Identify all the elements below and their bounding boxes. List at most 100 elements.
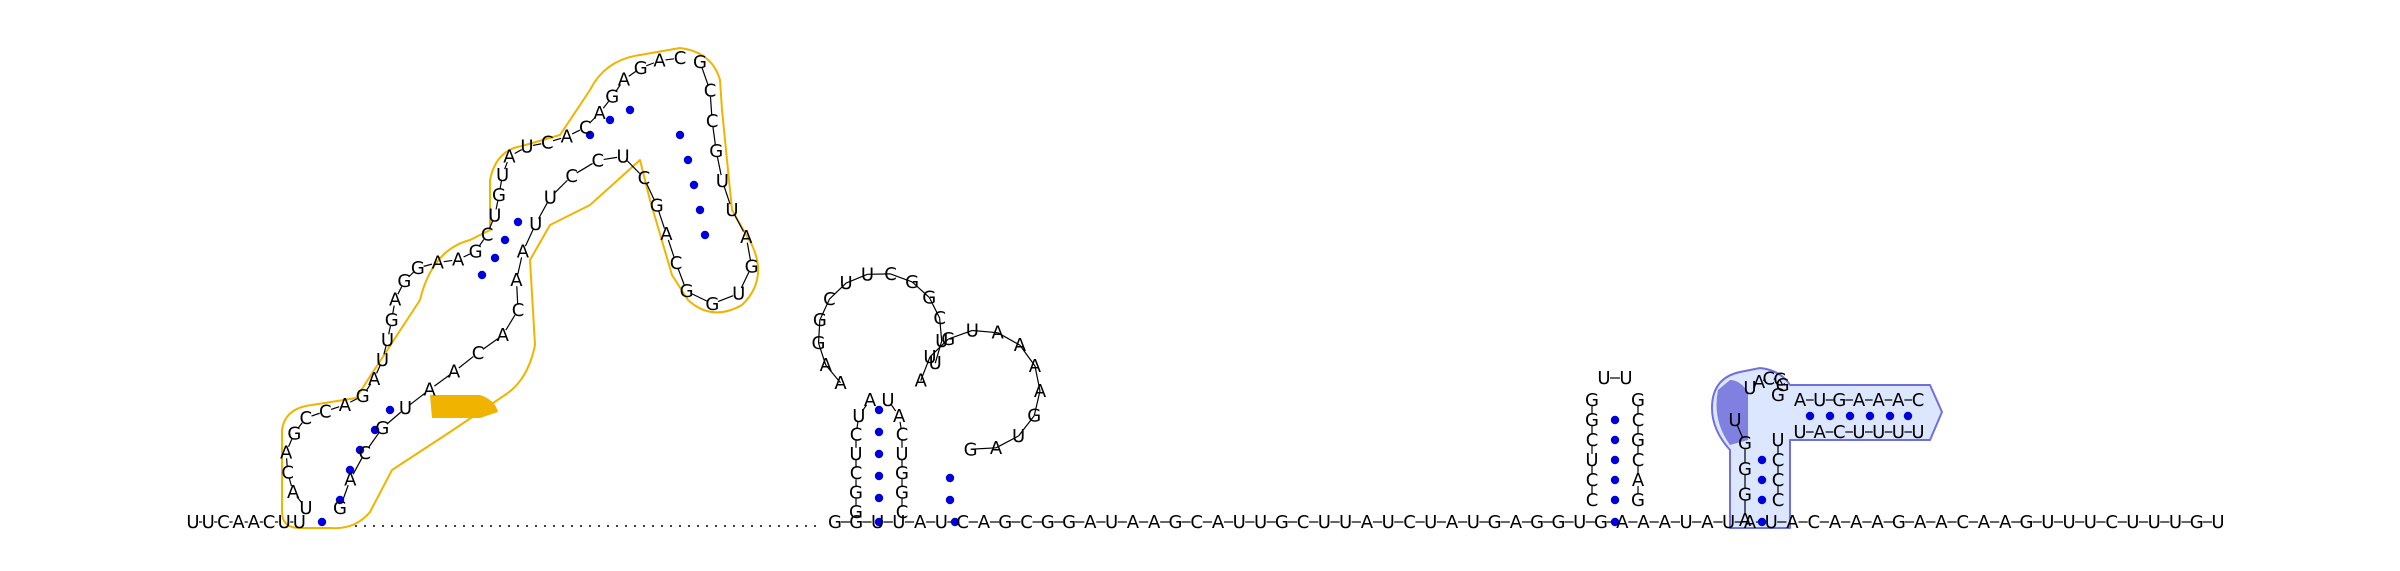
baseline-nucleotide: A [1361,512,1374,533]
domain-3-right: G [1631,490,1645,511]
baseline-nucleotide: U [871,512,884,533]
baseline-nucleotide: U [1339,512,1352,533]
backbone-link [723,186,731,205]
domain-1-left-strand: C [541,133,554,154]
backbone-link [890,404,897,412]
backbone-link [571,129,581,135]
backbone-link [658,210,666,229]
backbone-link [524,229,534,247]
baseline-nucleotide: U [2148,512,2161,533]
domain-1-left-strand: U [376,350,389,371]
baseline-nucleotide: U [1233,512,1246,533]
baseline-nucleotide: A [1978,512,1991,533]
base-pair-dot [355,445,365,455]
domain-2-loop-1: U [935,331,948,352]
base-pair-dot [370,425,380,435]
backbone-link [890,273,913,283]
domain-2-stem-left: G [849,502,863,523]
base-pair-dot [675,130,685,140]
baseline-nucleotide: U [186,512,199,533]
baseline-nucleotide: C [1403,512,1416,533]
base-pair-dot [1610,517,1620,527]
baseline-nucleotide: U [1382,512,1395,533]
domain-1-left-strand: C [300,408,313,429]
baseline-nucleotide: C [1297,512,1310,533]
baseline-nucleotide: U [1765,512,1778,533]
domain-3-right: G [1631,430,1645,451]
baseline-nucleotide: G [849,512,863,533]
domain-1-left-strand: U [520,137,533,158]
baseline-nucleotide: A [1935,512,1948,533]
domain-2-loop-1: G [905,272,919,293]
base-pair-dot [1825,411,1835,421]
domain-2-loop-1: C [933,308,946,329]
domain-1-right-strand: A [510,270,523,291]
baseline-nucleotide: U [2062,512,2075,533]
backbone-link [458,356,474,369]
domain-4-upper-strand: A [1873,390,1886,411]
baseline-nucleotide: G [1530,512,1544,533]
base-pair-dot [335,495,345,505]
baseline-nucleotide: U [1679,512,1692,533]
backbone-link [997,332,1021,346]
domain-2-loop-1: U [861,264,874,285]
domain-2-stem-left: U [849,444,862,465]
backbone-link [861,404,868,412]
baseline-nucleotide: U [2169,512,2182,533]
domain-4-outline [1711,367,1943,529]
backbone-link [288,478,293,487]
backbone-link [478,239,485,247]
backbone-link [615,84,621,93]
baseline-nucleotide: A [1999,512,2012,533]
highlight-cua [430,395,498,418]
domain-1-left-strand: C [281,463,294,484]
base-pair-dot [1885,411,1895,421]
base-pair-dot [874,449,884,459]
domain-1-right-strand: C [512,300,525,321]
domain-1-right-strand: G [745,257,759,278]
baseline-nucleotide: U [1424,512,1437,533]
base-pair-dot [385,405,395,415]
domain-2-stem-left: C [850,463,863,484]
backbone-link [576,162,593,174]
backbone-link [934,340,943,364]
backbone-link [1019,344,1036,367]
baseline-nucleotide: A [1510,512,1523,533]
backbone-link [365,383,372,392]
domain-1-right-strand: U [529,214,542,235]
domain-1-left-strand: A [561,127,574,148]
backbone-link [911,281,930,298]
backbone-link [1753,384,1756,386]
backbone-link [495,200,499,210]
domain-1-left-strand: C [481,224,494,245]
backbone-link [1018,415,1035,437]
domain-2-loop-2: A [915,371,928,392]
backbone-link [602,101,610,109]
domain-2-loop-2: A [992,323,1005,344]
domain-1-right-strand: G [375,418,389,439]
baseline-nucleotide: C [263,512,276,533]
domain-2-loop-1: A [820,355,833,376]
domain-1-right-strand: C [670,253,683,274]
backbone-link [443,259,453,263]
baseline-nucleotide: A [914,512,927,533]
domain-4-stem-right: C [1772,470,1785,491]
baseline-nucleotide: G [1892,512,1906,533]
domain-1-right-strand: A [517,242,530,263]
baseline-nucleotide: U [2126,512,2139,533]
baseline-nucleotide: G [1551,512,1565,533]
backbone-link [296,496,303,504]
domain-1-left-strand: G [469,241,483,262]
domain-3-loop: U [1619,368,1632,389]
domain-1-left-strand: G [287,423,301,444]
base-pair-dot [1610,415,1620,425]
baseline-nucleotide: G [1488,512,1502,533]
domain-1-right-strand: G [333,498,347,519]
base-pair-dot [490,253,500,263]
backbone-link [628,70,637,77]
baseline-nucleotide: A [1637,512,1650,533]
domain-4-lower-strand: C [1833,422,1846,443]
backbone-link [409,392,426,406]
domain-2-stem-right: G [895,463,909,484]
domain-4-loop: A [1753,372,1766,393]
